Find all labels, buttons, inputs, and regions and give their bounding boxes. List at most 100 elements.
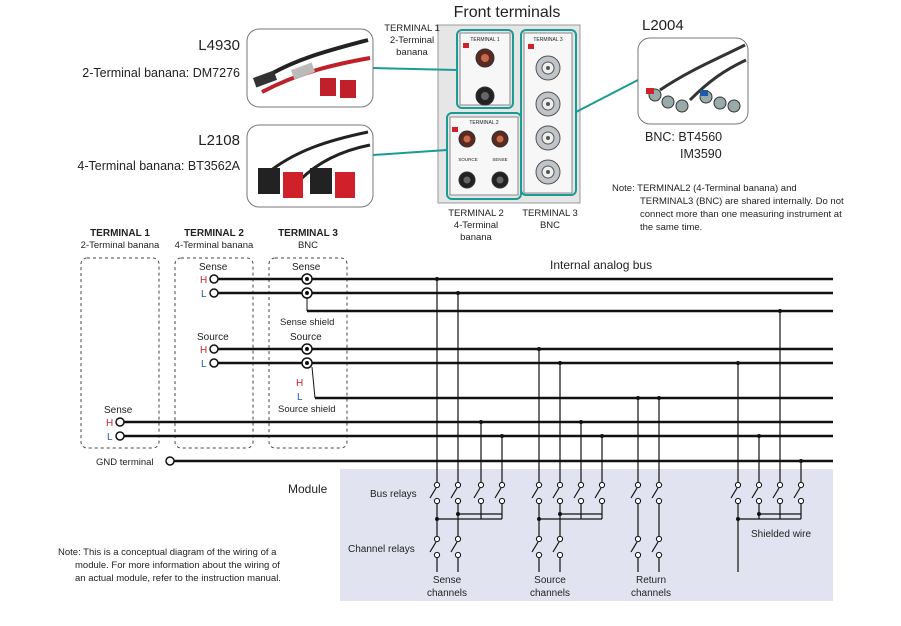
t2-sense-l: L — [201, 289, 207, 300]
bus-relay-contact-bottom — [655, 497, 663, 505]
terminal3-highlight — [520, 29, 577, 196]
l2108-desc: 4-Terminal banana: BT3562A — [77, 159, 240, 173]
wiring-t2-header: TERMINAL 2 — [184, 228, 244, 239]
t3-source-l: L — [297, 392, 303, 403]
channel-relay-blade — [552, 541, 560, 553]
bus-relay-contact-bottom — [734, 497, 742, 505]
panel-label-t2: TERMINAL 2 — [469, 120, 498, 126]
channel-relay-contact-bottom — [634, 551, 642, 559]
panel-label-t1: TERMINAL 1 — [470, 37, 499, 43]
channel-relay-blade — [651, 541, 659, 553]
wiring-t1-sub: 2-Terminal banana — [81, 240, 160, 251]
terminal1-box — [80, 257, 160, 449]
bus-relay-contact-bottom — [577, 497, 585, 505]
bus-relay-blade — [630, 487, 638, 499]
shielded-wire-label: Shielded wire — [751, 529, 811, 540]
return-channels-line2: channels — [631, 588, 671, 599]
l2004-cable-image — [637, 37, 749, 125]
bus-relay-blade — [573, 487, 581, 499]
merge-junction — [757, 512, 761, 516]
bus-relay-blade — [429, 487, 437, 499]
t1-sense-h: H — [106, 418, 113, 429]
l4930-model: L4930 — [198, 37, 240, 54]
l4930-desc: 2-Terminal banana: DM7276 — [82, 66, 240, 80]
gnd-terminal-label: GND terminal — [96, 457, 154, 468]
channel-relay-contact-top — [634, 535, 642, 543]
bus-relay-contact-top — [535, 481, 543, 489]
module-area — [340, 469, 833, 601]
wiring-t3-sub: BNC — [298, 240, 318, 251]
bus-relay-blade — [494, 487, 502, 499]
channel-relay-contact-top — [433, 535, 441, 543]
note-bottom-line3: an actual module, refer to the instructi… — [75, 573, 281, 584]
bus-relay-contact-bottom — [797, 497, 805, 505]
t2-sense-h: H — [200, 275, 207, 286]
wiring-t1-header: TERMINAL 1 — [90, 228, 150, 239]
bus-relay-contact-bottom — [477, 497, 485, 505]
merge-junction — [558, 512, 562, 516]
panel-label-t3: TERMINAL 3 — [533, 37, 562, 43]
relay-array — [429, 481, 805, 572]
terminal2-box — [174, 257, 254, 449]
l2004-desc-line2: IM3590 — [680, 147, 722, 161]
channel-relay-contact-bottom — [556, 551, 564, 559]
channel-relay-contact-top — [454, 535, 462, 543]
note-top-line3: connect more than one measuring instrume… — [640, 209, 842, 220]
bus-relay-contact-top — [634, 481, 642, 489]
terminal3-box — [268, 257, 348, 449]
t1-caption-line3: banana — [396, 47, 428, 58]
wiring-t2-sub: 4-Terminal banana — [175, 240, 254, 251]
note-top-line2: TERMINAL3 (BNC) are shared internally. D… — [640, 196, 844, 207]
bus-relay-contact-top — [776, 481, 784, 489]
bus-relay-blade — [594, 487, 602, 499]
bus-relay-blade — [552, 487, 560, 499]
channel-relay-contact-bottom — [454, 551, 462, 559]
bus-relay-contact-bottom — [755, 497, 763, 505]
channel-relay-blade — [531, 541, 539, 553]
channel-relay-contact-bottom — [535, 551, 543, 559]
bus-relay-contact-top — [477, 481, 485, 489]
bus-relay-contact-top — [577, 481, 585, 489]
bus-taps — [435, 277, 803, 484]
bus-relay-contact-top — [433, 481, 441, 489]
channel-relay-contact-top — [535, 535, 543, 543]
channel-relay-blade — [429, 541, 437, 553]
t2-caption-line2: 4-Terminal — [454, 220, 498, 231]
panel-label-sense: SENSE — [492, 157, 507, 162]
tap-junction — [636, 396, 640, 400]
bus-relay-blade — [793, 487, 801, 499]
channel-relay-contact-bottom — [655, 551, 663, 559]
t1-caption-line2: 2-Terminal — [390, 35, 434, 46]
bus-relay-contact-top — [454, 481, 462, 489]
note-top-line4: the same time. — [640, 222, 702, 233]
l2004-desc-line1: BNC: BT4560 — [645, 130, 722, 144]
bus-relay-blade — [651, 487, 659, 499]
wiring-t3-header: TERMINAL 3 — [278, 228, 338, 239]
t2-source-l: L — [201, 359, 207, 370]
note-bottom-line2: module. For more information about the w… — [75, 560, 280, 571]
t2-caption-line1: TERMINAL 2 — [448, 208, 504, 219]
tap-junction — [500, 434, 504, 438]
sense-shield-label: Sense shield — [280, 317, 334, 328]
tap-junction — [757, 434, 761, 438]
source-shield-label: Source shield — [278, 404, 336, 415]
bus-relays-label: Bus relays — [370, 489, 417, 500]
l2108-model: L2108 — [198, 132, 240, 149]
tap-junction — [799, 459, 803, 463]
note-top-line1: Note: TERMINAL2 (4-Terminal banana) and — [612, 183, 797, 194]
t3-source-h: H — [296, 378, 303, 389]
tap-junction — [778, 309, 782, 313]
t3-source-label: Source — [290, 332, 322, 343]
bus-relay-contact-bottom — [454, 497, 462, 505]
merge-junction — [456, 512, 460, 516]
bus-relay-contact-top — [598, 481, 606, 489]
tap-junction — [558, 361, 562, 365]
source-channels-line2: channels — [530, 588, 570, 599]
t2-source-h: H — [200, 345, 207, 356]
bus-relay-contact-bottom — [498, 497, 506, 505]
channel-relay-contact-top — [556, 535, 564, 543]
tap-junction — [657, 396, 661, 400]
bus-relay-blade — [772, 487, 780, 499]
t2-sense-label: Sense — [199, 262, 228, 273]
channel-relay-blade — [630, 541, 638, 553]
